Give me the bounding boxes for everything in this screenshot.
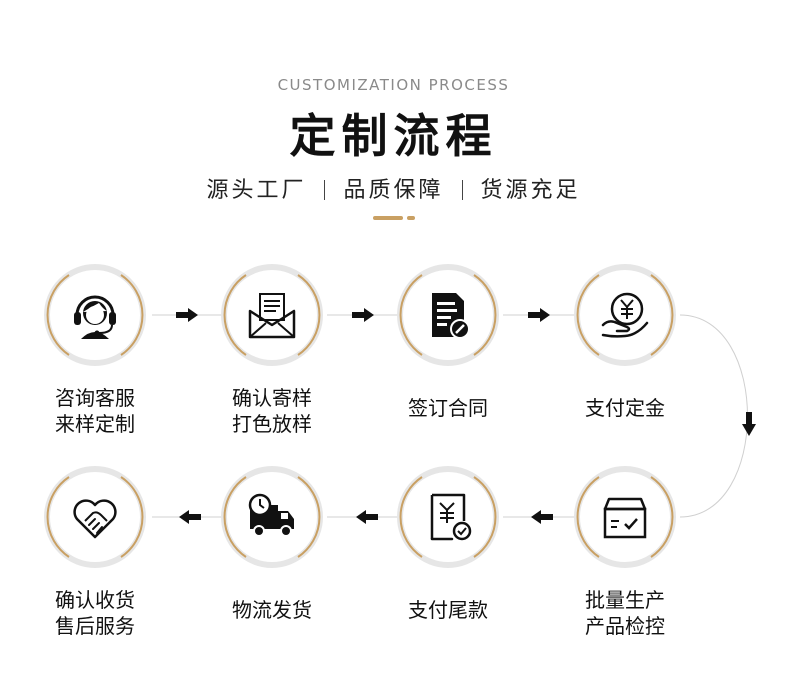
yuan-coin-hand-icon <box>601 292 649 338</box>
step-ring <box>574 466 676 568</box>
contract-document-icon <box>432 293 470 339</box>
arrow-right-icon <box>176 308 198 322</box>
arrow-left-icon <box>356 510 378 524</box>
tagline-divider <box>324 180 326 200</box>
step-label: 物流发货 <box>232 598 312 622</box>
step-label: 支付定金 <box>585 396 665 420</box>
arrow-right-icon <box>352 308 374 322</box>
tagline-item-3: 货源充足 <box>480 178 581 203</box>
step-label: 批量生产 产品检控 <box>585 588 665 638</box>
handshake-heart-icon <box>73 499 117 539</box>
tagline: 源头工厂 品质保障 货源充足 <box>0 172 787 204</box>
step-ring <box>44 466 146 568</box>
arrow-down-icon <box>742 412 756 436</box>
step-label: 咨询客服 来样定制 <box>55 386 135 436</box>
yuan-receipt-check-icon <box>430 493 472 541</box>
step-label: 确认收货 售后服务 <box>55 588 135 638</box>
tagline-divider <box>461 180 463 200</box>
arrow-right-icon <box>528 308 550 322</box>
tagline-item-1: 源头工厂 <box>206 178 307 203</box>
step-label: 支付尾款 <box>408 598 488 622</box>
production-box-icon <box>603 497 647 539</box>
arrow-left-icon <box>179 510 201 524</box>
tagline-item-2: 品质保障 <box>343 178 444 203</box>
subtitle-en: CUSTOMIZATION PROCESS <box>277 76 510 94</box>
delivery-truck-clock-icon <box>248 493 294 537</box>
step-label: 签订合同 <box>408 396 488 420</box>
page-title: 定制流程 <box>289 109 498 163</box>
customer-service-headset-icon <box>74 295 116 339</box>
envelope-letter-icon <box>248 293 296 339</box>
step-label: 确认寄样 打色放样 <box>232 386 312 436</box>
arrow-left-icon <box>531 510 553 524</box>
